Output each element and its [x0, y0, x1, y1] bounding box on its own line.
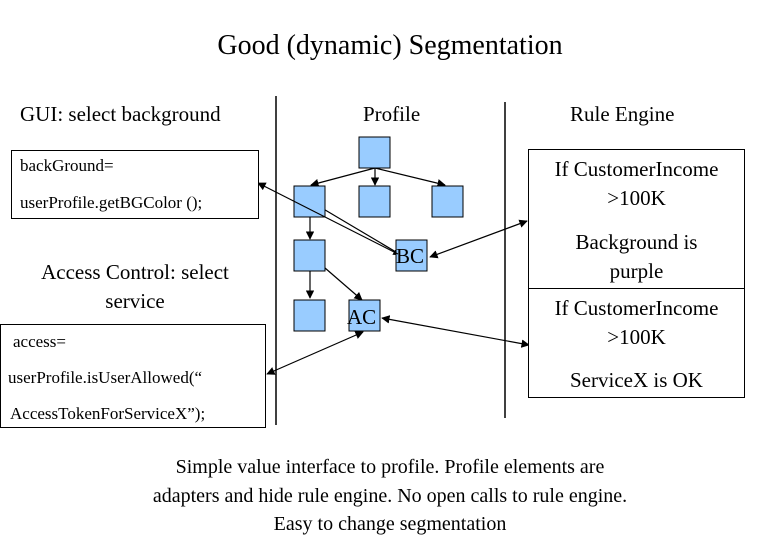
- rule1-line-4: purple: [609, 259, 664, 283]
- profile-node-ac-label: AC: [347, 305, 377, 329]
- rule1-line-1: If CustomerIncome: [554, 157, 719, 181]
- access-control-line-2: service: [105, 289, 165, 313]
- access-control-heading: Access Control: select service: [0, 258, 270, 316]
- profile-node-right: [431, 185, 464, 218]
- profile-heading: Profile: [363, 102, 421, 126]
- profile-node-left: [293, 185, 326, 218]
- caption-line-2: adapters and hide rule engine. No open c…: [152, 484, 628, 507]
- connector-ac-rule2: [381, 315, 530, 348]
- rule2-line-3: ServiceX is OK: [570, 368, 703, 392]
- connector-bc-rule1: [429, 219, 528, 259]
- profile-node-bc: [395, 239, 428, 272]
- profile-node-bc-label: BC: [396, 244, 425, 268]
- gui-code-line-2: userProfile.getBGColor ();: [20, 193, 203, 212]
- access-control-line-1: Access Control: select: [41, 260, 229, 284]
- caption-line-3: Easy to change segmentation: [273, 513, 507, 535]
- access-code-line-1: access=: [13, 332, 67, 351]
- profile-node-left-grandchild: [293, 299, 326, 332]
- rule2-line-1: If CustomerIncome: [554, 296, 719, 320]
- access-code-line-3: AccessTokenForServiceX”);: [10, 404, 206, 423]
- rule-engine-heading: Rule Engine: [570, 102, 675, 126]
- access-code-line-2: userProfile.isUserAllowed(“: [8, 368, 203, 387]
- rule-box-background: If CustomerIncome >100K Background is pu…: [528, 149, 745, 289]
- gui-code-box: backGround= userProfile.getBGColor ();: [11, 150, 259, 219]
- access-code-box: access= userProfile.isUserAllowed(“ Acce…: [0, 324, 266, 428]
- profile-node-left-child: [293, 239, 326, 272]
- diagram-title: Good (dynamic) Segmentation: [217, 30, 563, 61]
- tree-edge-root-right: [374, 167, 446, 188]
- caption-line-1: Simple value interface to profile. Profi…: [175, 456, 605, 478]
- profile-node-ac: [348, 299, 381, 332]
- gui-code-line-1: backGround=: [20, 156, 114, 175]
- rule-box-service: If CustomerIncome >100K ServiceX is OK: [528, 288, 745, 398]
- connector-gui-bc: [257, 182, 399, 255]
- tree-edge-root-left: [310, 167, 376, 188]
- profile-node-root: [358, 136, 391, 169]
- caption: Simple value interface to profile. Profi…: [0, 453, 780, 539]
- rule1-line-3: Background is: [575, 230, 698, 254]
- rule1-line-2: >100K: [607, 186, 666, 210]
- connector-access-ac: [266, 331, 364, 375]
- profile-node-mid: [358, 185, 391, 218]
- gui-heading: GUI: select background: [20, 102, 221, 126]
- rule2-line-2: >100K: [607, 325, 666, 349]
